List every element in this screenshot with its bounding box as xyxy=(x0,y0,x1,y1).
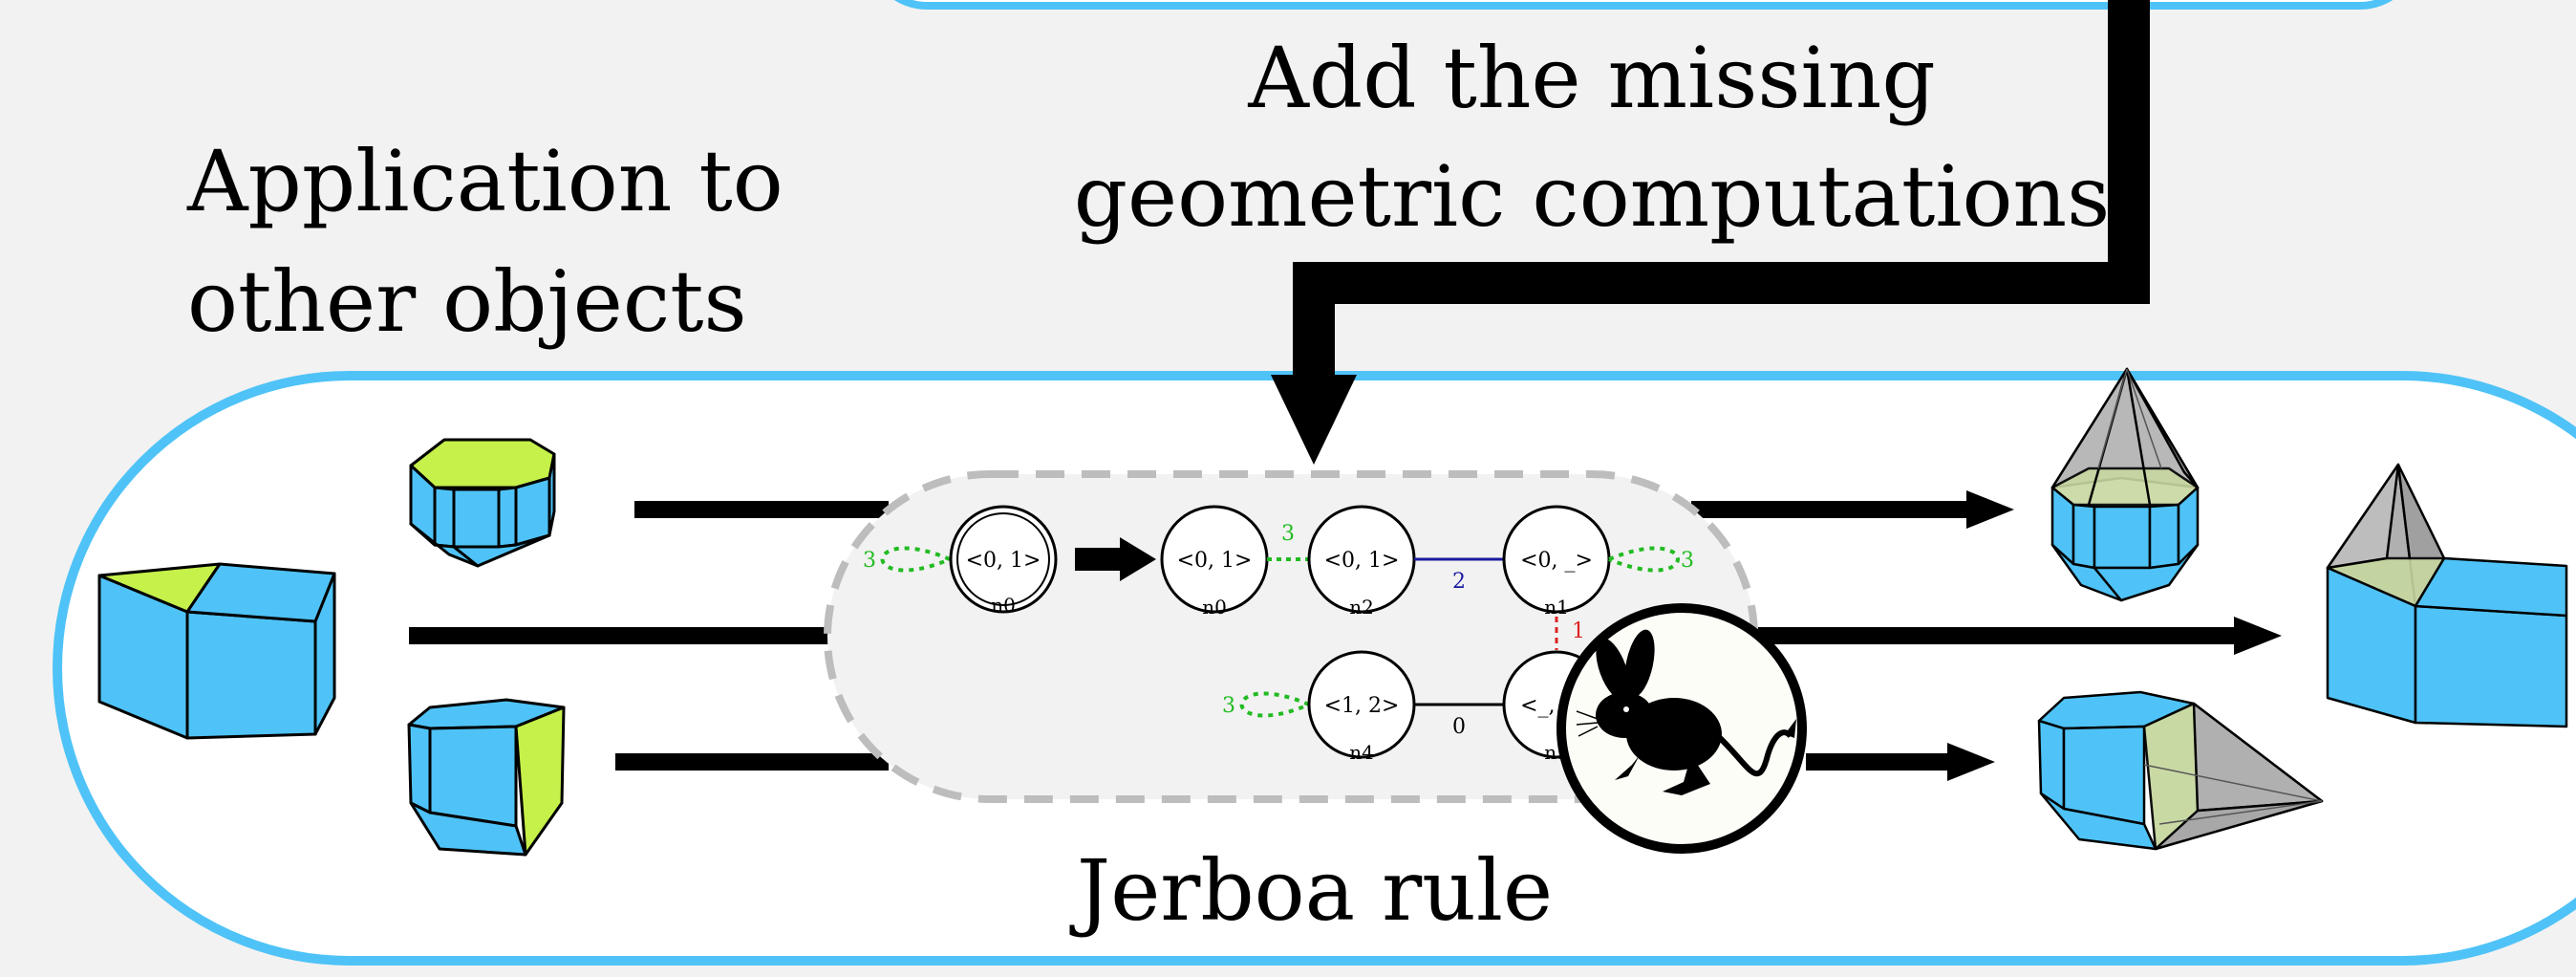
flow-lines xyxy=(409,490,2282,781)
arc-n0-n2-label: 3 xyxy=(1281,522,1295,546)
right-top-cone-shape xyxy=(2050,367,2200,602)
node-n0-left: <0, 1> xyxy=(966,549,1041,573)
node-n0-right-name: n0 xyxy=(1202,596,1227,619)
loop-label-n4: 3 xyxy=(1222,694,1235,718)
top-frame xyxy=(893,0,2394,10)
node-n0-left-name: n0 xyxy=(991,594,1016,617)
node-n1: <0, _> xyxy=(1520,549,1593,573)
left-label-line1: Application to xyxy=(186,132,784,230)
arc-n1-n3-label: 1 xyxy=(1572,619,1585,643)
right-middle-pyramid-shape xyxy=(2326,463,2568,728)
left-label-line2: other objects xyxy=(187,252,747,351)
left-prism-shape xyxy=(97,562,336,740)
top-label-line1: Add the missing xyxy=(1247,29,1935,127)
right-bottom-cone-shape xyxy=(2037,690,2324,851)
add-computations-arrow xyxy=(1271,0,2150,465)
bottom-small-block-shape xyxy=(407,698,566,857)
arc-n4-n3-label: 0 xyxy=(1452,715,1466,739)
node-n4-name: n4 xyxy=(1349,741,1374,764)
arc-n2-n1-label: 2 xyxy=(1452,570,1466,594)
node-n0-right: <0, 1> xyxy=(1177,549,1253,573)
node-n4: <1, 2> xyxy=(1324,694,1400,718)
loop-label-left: 3 xyxy=(863,549,876,573)
rule-graph: 3 <0, 1> n0 <0, 1> n0 3 <0, 1> n2 2 <0, … xyxy=(863,505,1694,764)
node-n2-name: n2 xyxy=(1349,596,1374,619)
jerboa-rule-label: Jerboa rule xyxy=(1069,841,1553,940)
top-small-block-shape xyxy=(409,438,556,568)
top-label-line2: geometric computations xyxy=(1074,147,2111,246)
node-n2: <0, 1> xyxy=(1324,549,1400,573)
jerboa-logo-icon xyxy=(1556,603,1807,854)
node-n1-name: n1 xyxy=(1544,596,1569,619)
loop-label-n1: 3 xyxy=(1681,549,1694,573)
